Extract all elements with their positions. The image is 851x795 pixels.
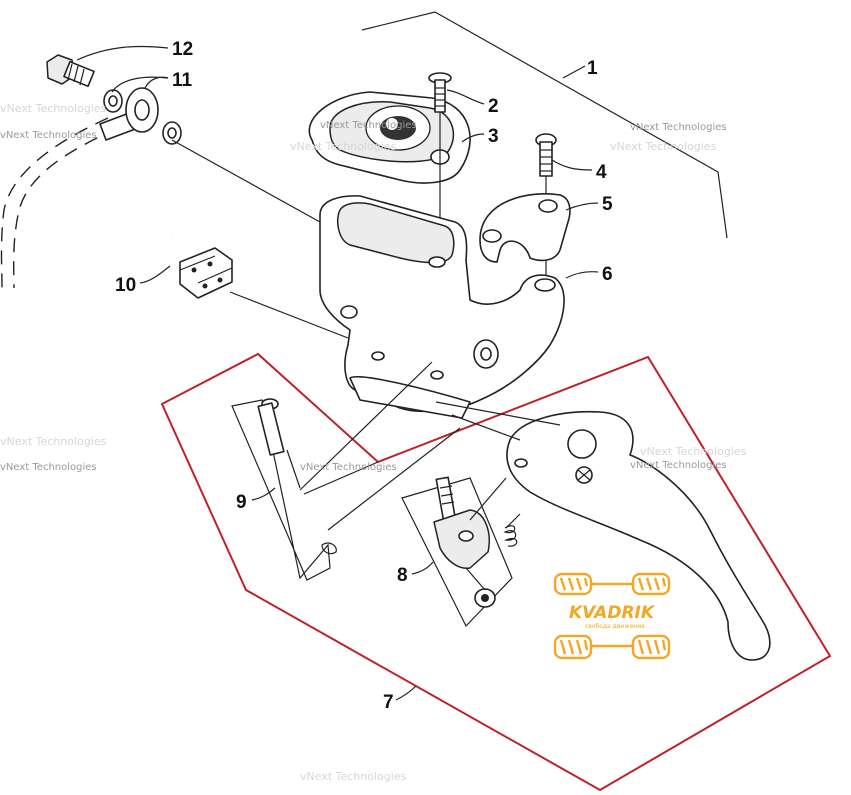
bracket-part-1 <box>361 11 728 239</box>
callout-leaders <box>76 45 599 701</box>
callout-11: 11 <box>172 70 193 91</box>
callout-4: 4 <box>596 162 607 183</box>
logo-word: KVADRIK <box>569 603 656 623</box>
logo-tagline: свобода движения <box>585 623 645 630</box>
callout-12: 12 <box>172 39 193 60</box>
svg-text:vNext Technologies: vNext Technologies <box>630 460 727 471</box>
svg-text:vNext Technologies: vNext Technologies <box>0 130 97 141</box>
master-cylinder-body-1 <box>319 195 565 419</box>
callout-6: 6 <box>602 264 613 285</box>
lever-assembly-outline <box>160 352 832 792</box>
callout-1: 1 <box>587 58 598 79</box>
watermarks: vNext Technologies vNext Technologies vN… <box>0 102 747 783</box>
pivot-pin-9 <box>231 398 337 581</box>
crush-washer-11 <box>103 89 182 145</box>
callout-9: 9 <box>236 492 247 513</box>
callout-8: 8 <box>397 565 408 586</box>
svg-text:vNext Technologies: vNext Technologies <box>0 462 97 473</box>
kvadrik-logo: KVADRIK свобода движения <box>553 572 671 660</box>
svg-text:vNext Technologies: vNext Technologies <box>640 445 747 458</box>
callout-2: 2 <box>488 96 499 117</box>
callout-3: 3 <box>488 126 499 147</box>
svg-text:vNext Technologies: vNext Technologies <box>290 140 397 153</box>
svg-text:vNext Technologies: vNext Technologies <box>300 462 397 473</box>
adjuster-assembly-8 <box>401 476 521 628</box>
svg-text:vNext Technologies: vNext Technologies <box>0 435 107 448</box>
svg-text:vNext Technologies: vNext Technologies <box>0 102 107 115</box>
svg-text:vNext Technologies: vNext Technologies <box>610 140 717 153</box>
reservoir-cap-3 <box>308 91 471 184</box>
callout-7: 7 <box>383 692 394 713</box>
callout-labels: 12 11 1 2 3 4 5 6 10 9 8 7 <box>115 39 613 713</box>
banjo-bolt-12 <box>46 54 95 88</box>
cap-screw-2 <box>428 72 452 258</box>
handlebar-clamp-5 <box>479 193 571 263</box>
callout-10: 10 <box>115 275 136 296</box>
brake-hose <box>0 87 159 289</box>
svg-text:vNext Technologies: vNext Technologies <box>320 120 417 131</box>
svg-text:vNext Technologies: vNext Technologies <box>300 770 407 783</box>
brake-switch-10 <box>170 236 233 299</box>
callout-5: 5 <box>602 194 613 215</box>
brake-lever <box>435 401 771 661</box>
svg-text:vNext Technologies: vNext Technologies <box>630 122 727 133</box>
leader-lines <box>171 139 507 591</box>
